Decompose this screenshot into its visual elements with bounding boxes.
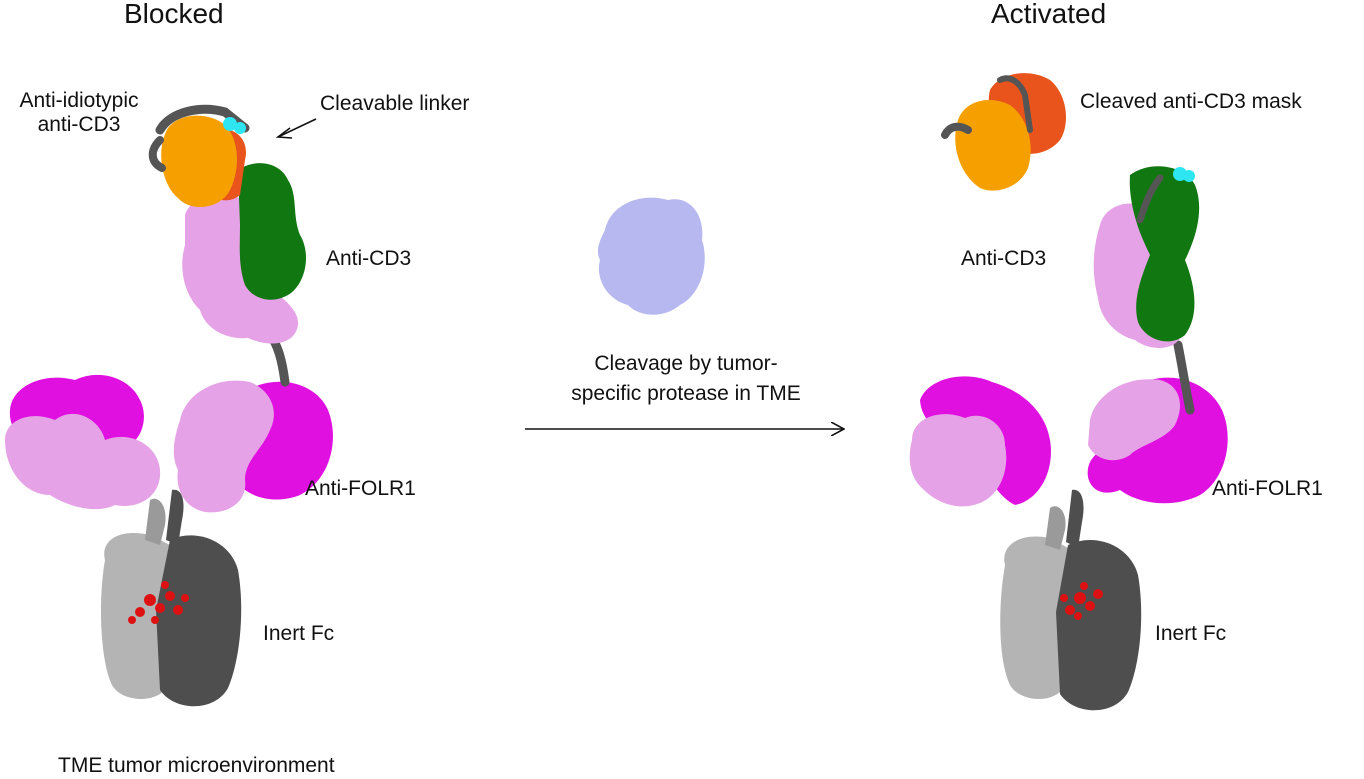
activated-cleaved-mask <box>941 73 1066 191</box>
blocked-anti-cd3-label: Anti-CD3 <box>326 247 412 270</box>
activated-title: Activated <box>991 0 1107 29</box>
transition-label: Cleavage by tumor- specific protease in … <box>530 349 842 409</box>
activated-glycan <box>1060 582 1103 620</box>
blocked-title: Blocked <box>124 0 224 29</box>
cleavable-linker-arrow <box>277 118 317 138</box>
transition-label-line2: specific protease in TME <box>571 382 801 405</box>
blocked-anti-folr1-right-fab <box>173 380 333 513</box>
activated-anti-cd3-domain <box>1093 166 1200 348</box>
blocked-molecule <box>5 104 333 707</box>
anti-idiotypic-label-line2: anti-CD3 <box>37 113 121 136</box>
blocked-inert-fc-label: Inert Fc <box>263 622 335 645</box>
activated-anti-cd3-label: Anti-CD3 <box>961 247 1047 270</box>
footnote: TME tumor microenvironment <box>58 754 335 777</box>
anti-idiotypic-label-line1: Anti-idiotypic <box>19 89 139 112</box>
blocked-anti-idiotypic-mask <box>148 104 250 208</box>
activated-anti-folr1-left-fab <box>909 376 1051 507</box>
activated-hinge-linker <box>1173 340 1195 415</box>
anti-idiotypic-label: Anti-idiotypic anti-CD3 <box>6 89 152 137</box>
activated-molecule <box>909 73 1228 711</box>
blocked-anti-folr1-left-fab <box>5 374 161 510</box>
cleavable-linker-arrowhead <box>275 127 293 139</box>
cleaved-mask-label: Cleaved anti-CD3 mask <box>1080 90 1302 113</box>
activated-anti-folr1-label: Anti-FOLR1 <box>1212 477 1323 500</box>
activated-inert-fc-shape <box>1000 489 1142 711</box>
protease-molecule <box>597 197 705 315</box>
blocked-anti-folr1-label: Anti-FOLR1 <box>305 477 416 500</box>
cleavable-linker-label: Cleavable linker <box>320 92 470 115</box>
activated-anti-folr1-right-fab <box>1087 377 1228 504</box>
transition-label-line1: Cleavage by tumor- <box>594 352 778 375</box>
activated-inert-fc-label: Inert Fc <box>1155 622 1227 645</box>
blocked-anti-cd3-domain <box>182 163 307 344</box>
blocked-glycan <box>128 581 189 624</box>
